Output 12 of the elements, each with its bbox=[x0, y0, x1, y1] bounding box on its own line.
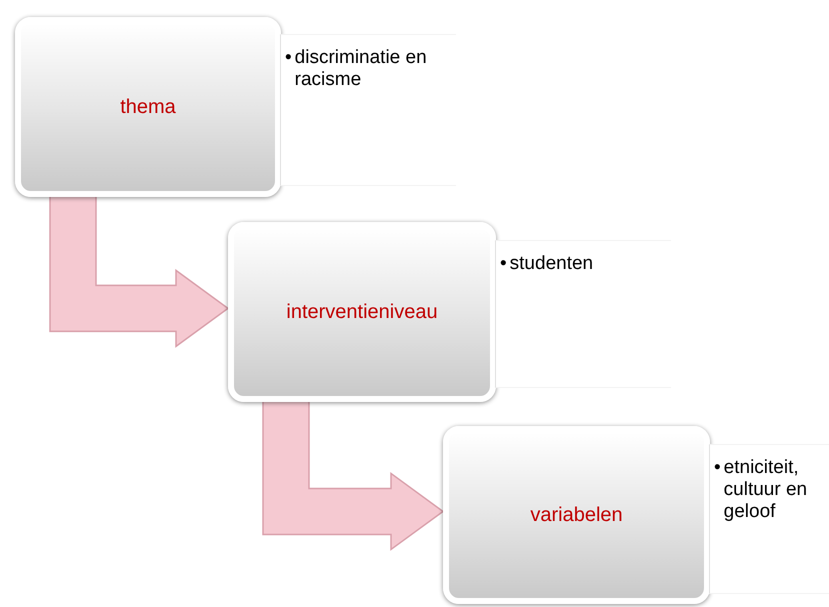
box-label: variabelen bbox=[530, 504, 623, 526]
bullet-mark: • bbox=[500, 253, 507, 275]
bullet-mark: • bbox=[285, 47, 292, 69]
text-panel bbox=[280, 34, 456, 186]
box-label: thema bbox=[120, 96, 176, 118]
box-label: interventieniveau bbox=[286, 300, 438, 324]
text-panel bbox=[495, 240, 671, 388]
text-panel bbox=[709, 444, 829, 594]
bullet-text: discriminatie en racisme bbox=[294, 47, 428, 91]
bullet-text: etniciteit, cultuur en geloof bbox=[724, 457, 808, 523]
bullet-text: studenten bbox=[510, 253, 594, 275]
bullet-mark: • bbox=[714, 457, 721, 479]
